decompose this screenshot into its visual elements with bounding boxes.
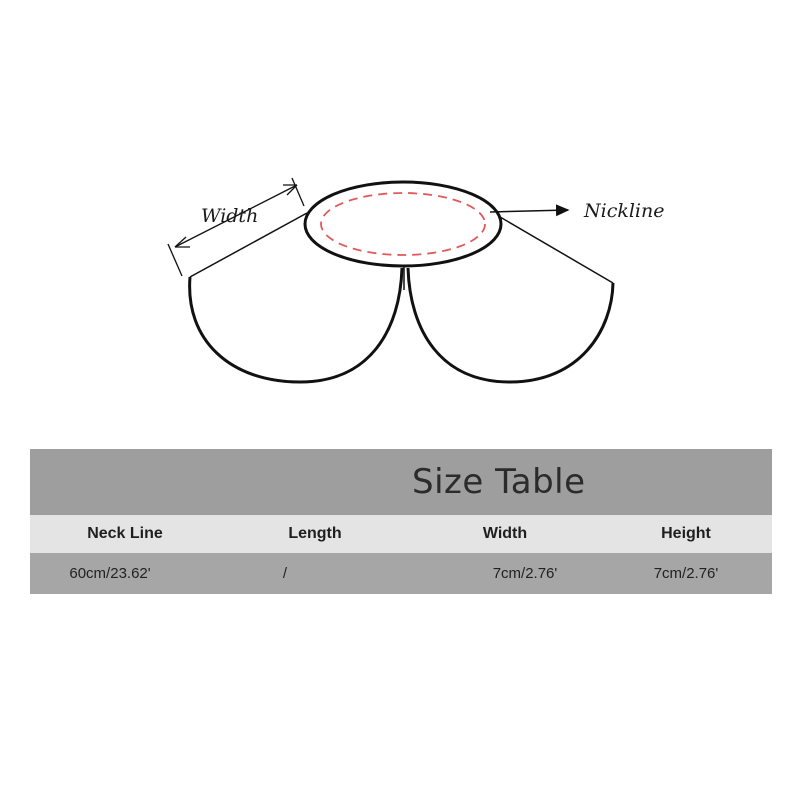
- header-cell-height: Height: [600, 515, 772, 553]
- value-cell-neck-line: 60cm/23.62': [30, 553, 220, 594]
- neckline-label: Nickline: [583, 200, 665, 222]
- value-cell-width: 7cm/2.76': [410, 553, 600, 594]
- collar-diagram: Width Nickline: [167, 177, 665, 384]
- value-cell-height: 7cm/2.76': [600, 553, 772, 594]
- neckline-band: [303, 180, 503, 268]
- header-cell-neck-line: Neck Line: [30, 515, 220, 553]
- header-length: Length: [288, 525, 342, 542]
- right-wing-edge: [494, 213, 614, 284]
- size-table: Size Table Neck Line Length Width Height…: [30, 449, 772, 594]
- right-collar-wing: [406, 267, 615, 384]
- size-table-title: Size Table: [412, 462, 586, 502]
- header-height: Height: [661, 525, 711, 542]
- width-label: Width: [201, 205, 258, 227]
- left-wing-edge: [189, 212, 308, 278]
- size-table-value-row: 60cm/23.62' / 7cm/2.76' 7cm/2.76': [30, 553, 772, 594]
- header-width: Width: [482, 525, 528, 542]
- width-tick-left: [167, 243, 183, 277]
- left-collar-wing: [188, 267, 404, 384]
- size-table-title-bar: Size Table: [30, 449, 772, 515]
- value-neck-line: 60cm/23.62': [69, 565, 151, 582]
- width-dimension-line: [174, 184, 298, 248]
- value-width: 7cm/2.76': [492, 565, 558, 582]
- value-cell-length: /: [220, 553, 410, 594]
- neckline-stitching: [320, 192, 486, 256]
- neckline-arrow: [489, 204, 570, 217]
- value-length: /: [282, 565, 288, 582]
- width-arrow-right: [283, 184, 298, 196]
- header-neck-line: Neck Line: [87, 525, 163, 542]
- value-height: 7cm/2.76': [653, 565, 719, 582]
- header-cell-width: Width: [410, 515, 600, 553]
- size-table-header-row: Neck Line Length Width Height: [30, 515, 772, 553]
- width-tick-right: [291, 177, 305, 207]
- width-arrow-left: [174, 236, 190, 248]
- header-cell-length: Length: [220, 515, 410, 553]
